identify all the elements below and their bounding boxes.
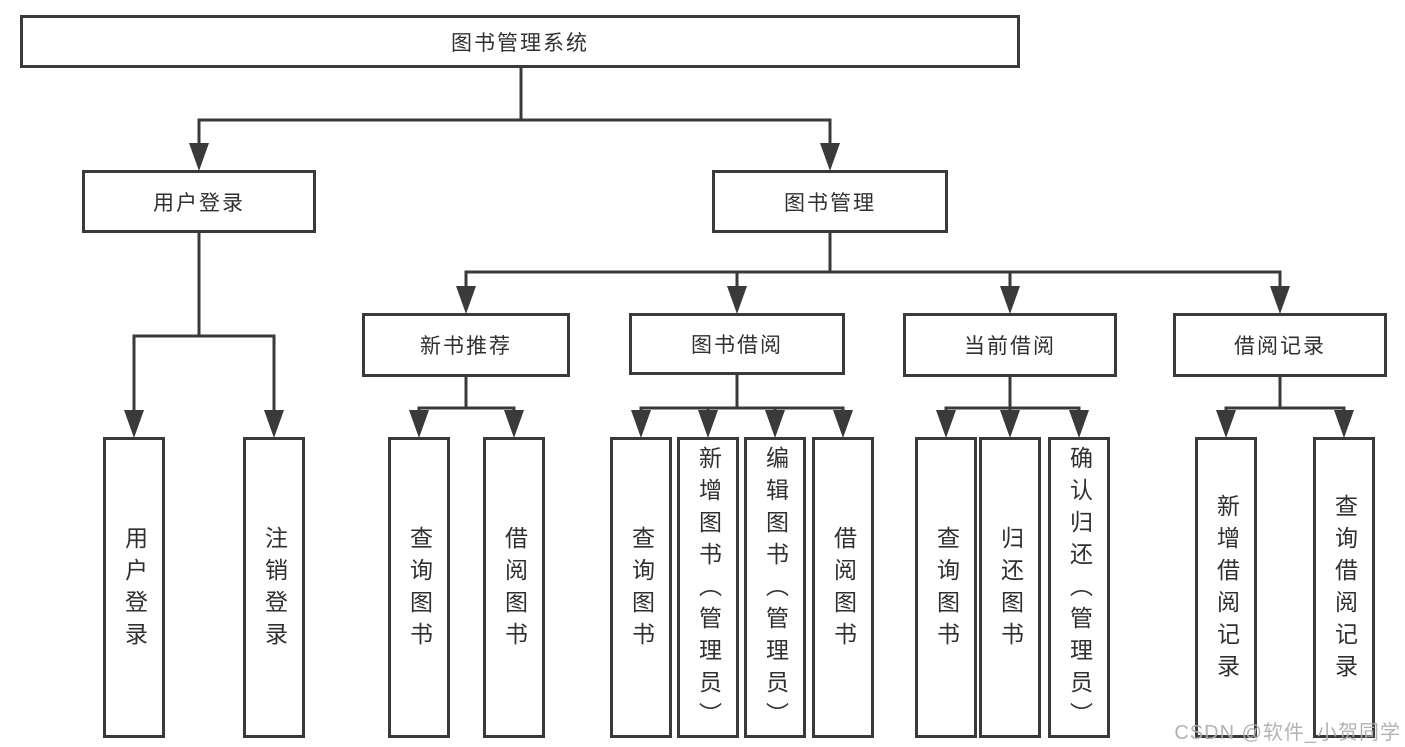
node-root: 图书管理系统 [20, 15, 1020, 68]
node-current-borrow: 当前借阅 [903, 313, 1117, 377]
arrow-down-icon [1270, 286, 1290, 314]
arrow-down-icon [1069, 410, 1089, 438]
arrow-down-icon [820, 143, 840, 171]
node-book-management-branch: 图书管理 [712, 170, 948, 233]
arrow-down-icon [1000, 286, 1020, 314]
node-borrow-records: 借阅记录 [1173, 313, 1387, 377]
arrow-down-icon [456, 286, 476, 314]
arrow-down-icon [1216, 410, 1236, 438]
leaf-borrow-borrow: 借阅图书 [812, 437, 874, 738]
arrow-down-icon [409, 410, 429, 438]
leaf-logout: 注销登录 [243, 437, 305, 738]
arrow-down-icon [189, 143, 209, 171]
leaf-newbooks-query: 查询图书 [388, 437, 450, 738]
leaf-newbooks-borrow: 借阅图书 [483, 437, 545, 738]
leaf-user-login: 用户登录 [103, 437, 165, 738]
watermark: CSDN @软件_小贺同学 [1174, 722, 1401, 744]
arrow-down-icon [124, 410, 144, 438]
arrow-down-icon [833, 410, 853, 438]
leaf-records-query: 查询借阅记录 [1313, 437, 1375, 738]
arrow-down-icon [1000, 410, 1020, 438]
arrow-down-icon [264, 410, 284, 438]
leaf-current-query: 查询图书 [915, 437, 977, 738]
node-new-books: 新书推荐 [362, 313, 570, 377]
node-user-login-branch: 用户登录 [82, 170, 316, 233]
arrow-down-icon [631, 410, 651, 438]
arrow-down-icon [936, 410, 956, 438]
arrow-down-icon [504, 410, 524, 438]
leaf-borrow-query: 查询图书 [610, 437, 672, 738]
leaf-current-return: 归还图书 [979, 437, 1041, 738]
leaf-current-confirm-admin: 确认归还（管理员） [1048, 437, 1110, 738]
leaf-borrow-add-admin: 新增图书（管理员） [677, 437, 739, 738]
arrow-down-icon [727, 286, 747, 314]
arrow-down-icon [1334, 410, 1354, 438]
leaf-borrow-edit-admin: 编辑图书（管理员） [744, 437, 806, 738]
arrow-down-icon [698, 410, 718, 438]
arrow-down-icon [765, 410, 785, 438]
node-book-borrow: 图书借阅 [629, 313, 845, 375]
leaf-records-add: 新增借阅记录 [1195, 437, 1257, 738]
